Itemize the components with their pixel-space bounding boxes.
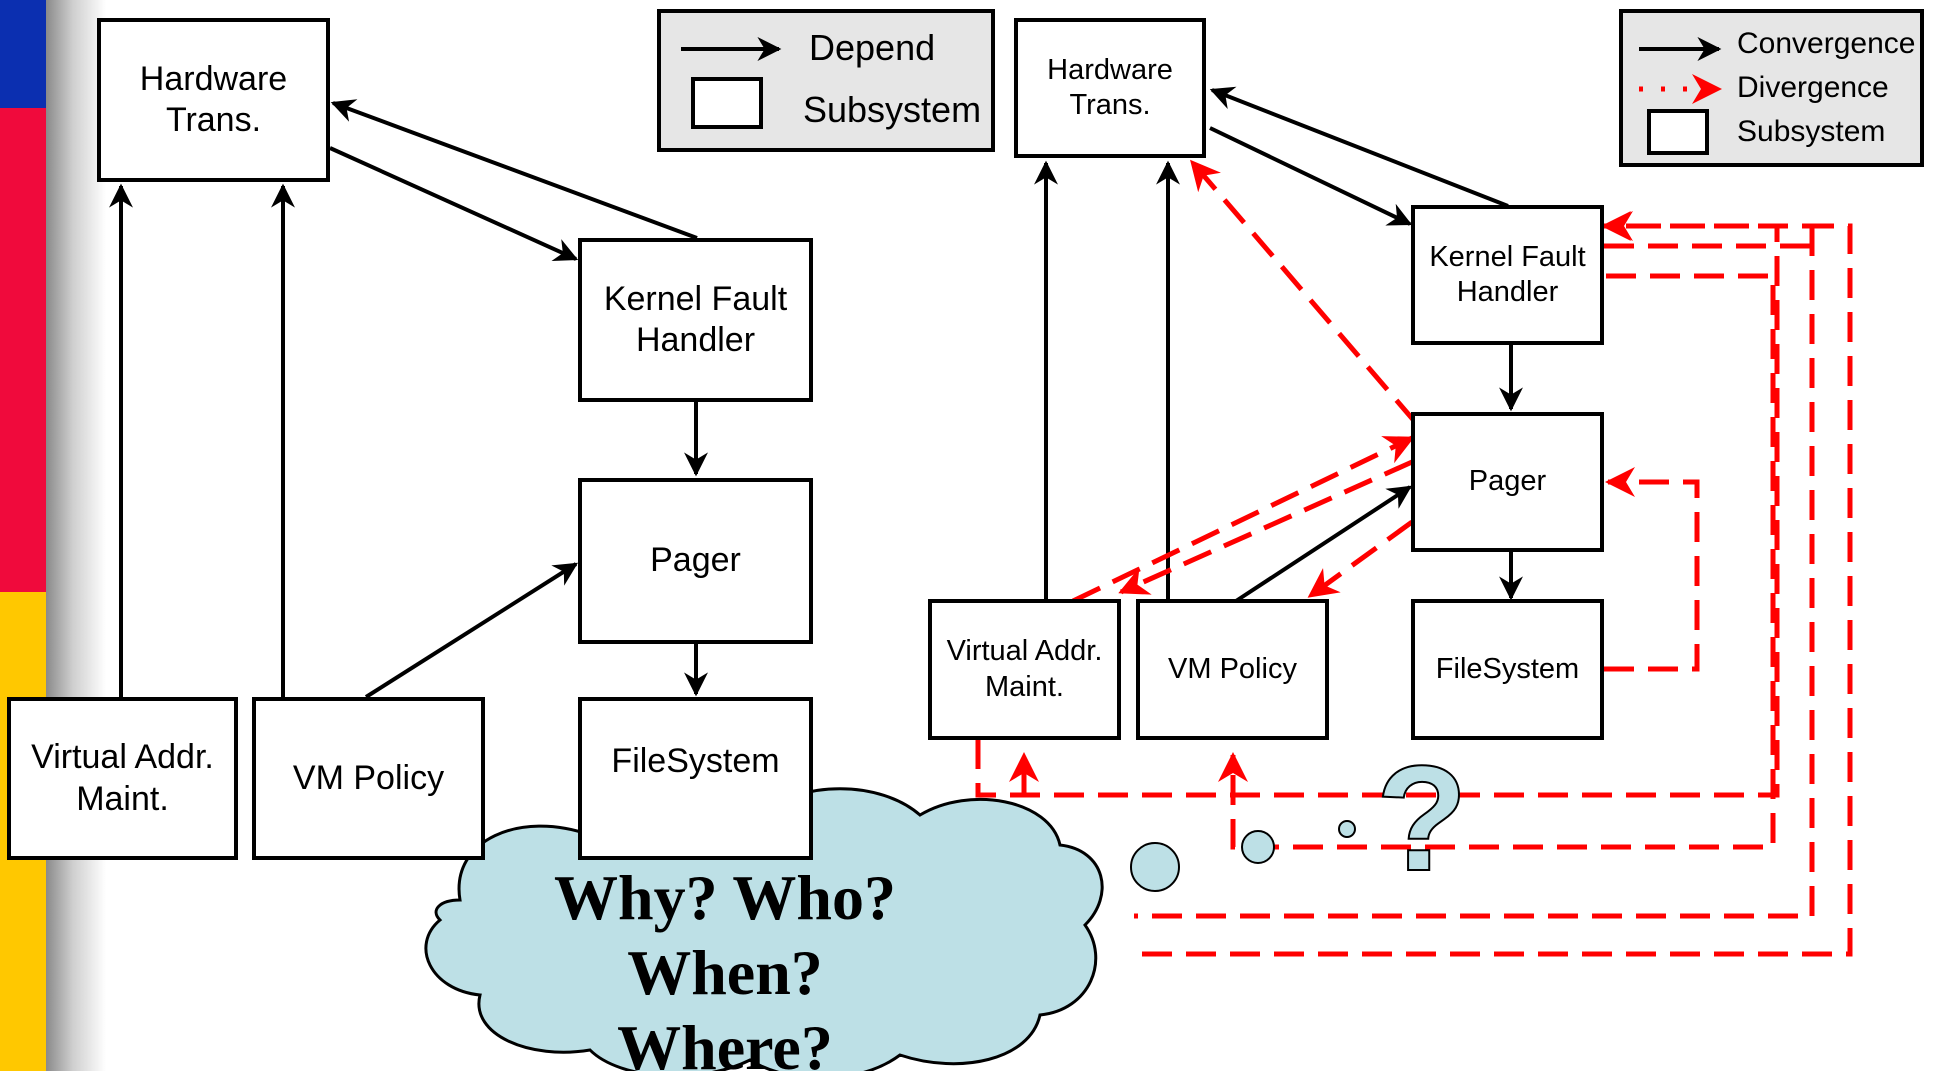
left-pager-box: Pager (578, 478, 813, 644)
right-virtual-addr-maint-box: Virtual Addr. Maint. (928, 599, 1121, 740)
left-virtual-addr-maint-box: Virtual Addr. Maint. (7, 697, 238, 860)
arrow-right-vmpolicy-pager (1234, 485, 1413, 603)
right-pager-box: Pager (1411, 412, 1604, 552)
arrow-right-hardware-kernel (1209, 126, 1413, 226)
left-filesystem-box: FileSystem (578, 697, 813, 860)
cloud-line-3: Where? (617, 1012, 833, 1071)
legend-left: Depend Subsystem (657, 9, 995, 152)
arrow-left-hardware-kernel (329, 146, 579, 262)
legend-convergence-label: Convergence (1737, 27, 1916, 60)
thought-bubble-small (1338, 820, 1356, 838)
stripe-shadow (46, 0, 106, 1071)
cloud-line-1: Why? Who? (553, 862, 897, 933)
right-convergence-arrows (1034, 86, 1523, 603)
left-depend-arrows (109, 99, 708, 699)
arrow-right-kernel-hardware (1209, 86, 1509, 208)
thought-bubble-medium (1241, 830, 1275, 864)
left-kernel-fault-handler-box: Kernel Fault Handler (578, 238, 813, 402)
right-vm-policy-box: VM Policy (1136, 599, 1329, 740)
cloud-line-2: When? (627, 937, 823, 1008)
right-hardware-trans-box: Hardware Trans. (1014, 18, 1206, 158)
div-pager-vmpolicy (1307, 519, 1414, 599)
thought-bubble-large (1130, 842, 1180, 892)
cloud-question-text: Why? Who? When? Where? (455, 860, 995, 1071)
stripe-red (0, 108, 46, 592)
right-filesystem-box: FileSystem (1411, 599, 1604, 740)
left-vm-policy-box: VM Policy (252, 697, 485, 860)
div-pager-vam (1118, 459, 1414, 595)
right-kernel-fault-handler-box: Kernel Fault Handler (1411, 205, 1604, 345)
question-mark: ? (1376, 734, 1468, 902)
legend-right-subsystem-label: Subsystem (1737, 115, 1886, 148)
left-hardware-trans-box: Hardware Trans. (97, 18, 330, 182)
legend-depend-label: Depend (809, 27, 936, 68)
legend-arrow-icons (1639, 37, 1722, 104)
div-pager-hardware (1190, 159, 1418, 425)
right-divergence-arrows (975, 159, 1853, 957)
legend-subsystem-swatch (691, 77, 763, 129)
arrow-left-kernel-hardware (330, 99, 698, 240)
legend-subsystem-label: Subsystem (803, 89, 982, 130)
legend-depend-arrow-icon (681, 37, 782, 61)
arrow-left-vmpolicy-pager (364, 562, 579, 699)
div-vmpolicy-loop (1134, 226, 1815, 919)
stripe-blue (0, 0, 46, 108)
legend-divergence-label: Divergence (1737, 71, 1889, 104)
legend-right-subsystem-swatch (1647, 109, 1709, 155)
div-filesystem-pager (1604, 467, 1700, 672)
legend-right: Convergence Divergence Subsystem (1619, 9, 1924, 167)
div-kernel-to-vam (1218, 273, 1776, 850)
